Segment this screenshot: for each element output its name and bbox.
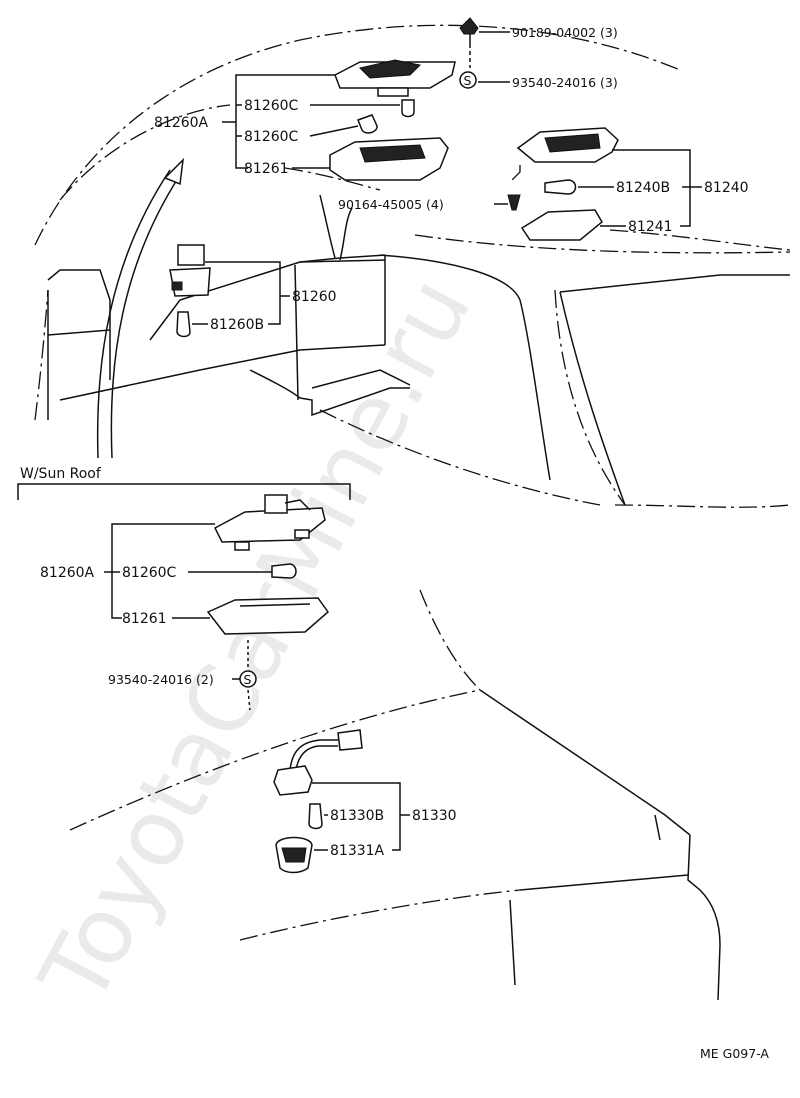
label-81261: 81261 bbox=[244, 161, 289, 177]
sunroof-lamp-lens-part bbox=[206, 597, 330, 635]
label-81260c-lower: 81260C bbox=[244, 129, 299, 145]
label-93540-24016-2: 93540-24016 (2) bbox=[108, 672, 214, 687]
watermark-text: ToyotaCarMine.ru bbox=[19, 260, 491, 1021]
label-81260a: 81260A bbox=[154, 115, 209, 131]
car-body-outline bbox=[34, 24, 791, 941]
label-81260a-sunroof: 81260A bbox=[40, 565, 95, 581]
label-81261-sunroof: 81261 bbox=[122, 611, 167, 627]
label-81331a: 81331A bbox=[330, 843, 385, 859]
bulb-81260c-lower bbox=[357, 114, 378, 134]
label-90189-04002: 90189-04002 (3) bbox=[512, 25, 618, 40]
lens-81331a-part bbox=[275, 836, 313, 874]
bulb-81260c-upper bbox=[401, 99, 415, 118]
bulb-81330b bbox=[308, 803, 323, 830]
section-label-sun-roof: W/Sun Roof bbox=[20, 466, 102, 482]
bulb-81260c-sunroof bbox=[271, 563, 297, 579]
label-81240b: 81240B bbox=[616, 180, 670, 196]
map-lamp-base-part bbox=[516, 127, 619, 163]
lamp-socket-81260-part bbox=[169, 244, 211, 297]
s-mark-icon: S bbox=[459, 71, 477, 89]
leader-arrows bbox=[96, 157, 185, 459]
s-mark-icon-sunroof: S bbox=[239, 670, 257, 688]
connector-plug-part bbox=[289, 729, 363, 771]
figure-code: ME G097-A bbox=[700, 1046, 769, 1061]
label-81260c-sunroof: 81260C bbox=[122, 565, 177, 581]
label-81260c-upper: 81260C bbox=[244, 98, 299, 114]
clip-fastener-icon bbox=[459, 17, 479, 44]
dome-lamp-lens-part bbox=[329, 137, 449, 181]
svg-text:S: S bbox=[464, 73, 472, 88]
sunroof-lamp-base-part bbox=[214, 494, 326, 551]
label-81241: 81241 bbox=[628, 219, 673, 235]
trunk-lamp-socket-part bbox=[273, 765, 313, 796]
interior-lines bbox=[47, 194, 790, 1001]
label-81260b: 81260B bbox=[210, 317, 264, 333]
screw-icon bbox=[507, 194, 521, 211]
label-90164-45005: 90164-45005 (4) bbox=[338, 197, 444, 212]
bulb-81260b bbox=[176, 311, 191, 338]
label-81330: 81330 bbox=[412, 808, 457, 824]
label-81260: 81260 bbox=[292, 289, 337, 305]
label-81330b: 81330B bbox=[330, 808, 384, 824]
svg-text:S: S bbox=[244, 672, 252, 687]
dome-lamp-base-part bbox=[334, 59, 456, 97]
map-lamp-lens-part bbox=[520, 209, 603, 241]
bulb-81240b bbox=[544, 179, 577, 195]
label-81240: 81240 bbox=[704, 180, 749, 196]
label-93540-24016-3: 93540-24016 (3) bbox=[512, 75, 618, 90]
